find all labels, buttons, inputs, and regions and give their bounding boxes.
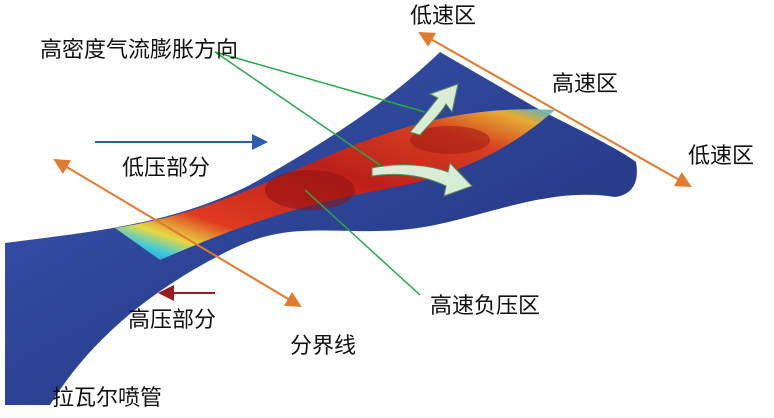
speed-zone-arrow	[418, 32, 692, 187]
expansion-arrow-down	[371, 161, 473, 197]
label-low-speed-right: 低速区	[688, 144, 755, 169]
label-expansion-direction: 高密度气流膨胀方向	[40, 38, 239, 63]
label-low-pressure: 低压部分	[122, 156, 211, 181]
high-speed-core	[265, 170, 355, 210]
boundary-arrow	[53, 158, 302, 308]
label-high-pressure: 高压部分	[128, 308, 217, 333]
label-boundary-line: 分界线	[290, 334, 357, 359]
label-high-speed-negative-pressure: 高速负压区	[430, 294, 541, 319]
label-laval-nozzle: 拉瓦尔喷管	[52, 386, 163, 411]
green-leader-negative-pressure	[304, 189, 421, 296]
green-leader-upper	[214, 51, 426, 113]
label-low-speed-top: 低速区	[410, 4, 477, 29]
label-high-speed: 高速区	[552, 72, 619, 97]
green-leader-lower	[214, 51, 381, 166]
